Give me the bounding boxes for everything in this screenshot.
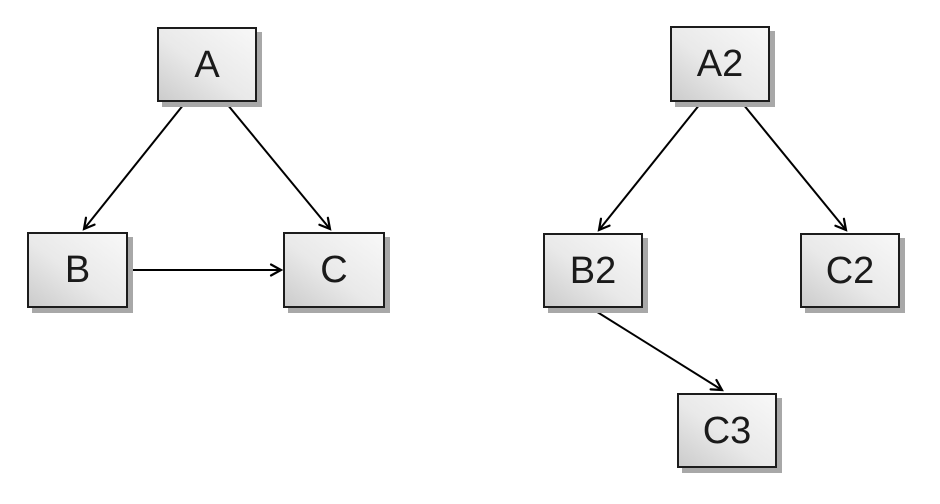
node-label-B: B (64, 249, 91, 291)
node-A: A (157, 27, 257, 102)
node-label-A2: A2 (696, 43, 744, 85)
node-C2: C2 (800, 233, 900, 308)
node-label-C: C (320, 249, 348, 291)
node-label-C3: C3 (702, 409, 752, 452)
node-A2: A2 (670, 26, 770, 102)
node-label-C2: C2 (825, 249, 875, 292)
node-C3: C3 (677, 393, 777, 468)
node-B: B (27, 232, 128, 308)
node-B2: B2 (543, 233, 643, 308)
node-label-B2: B2 (569, 249, 617, 292)
node-C: C (283, 232, 385, 308)
node-label-A: A (194, 43, 220, 86)
